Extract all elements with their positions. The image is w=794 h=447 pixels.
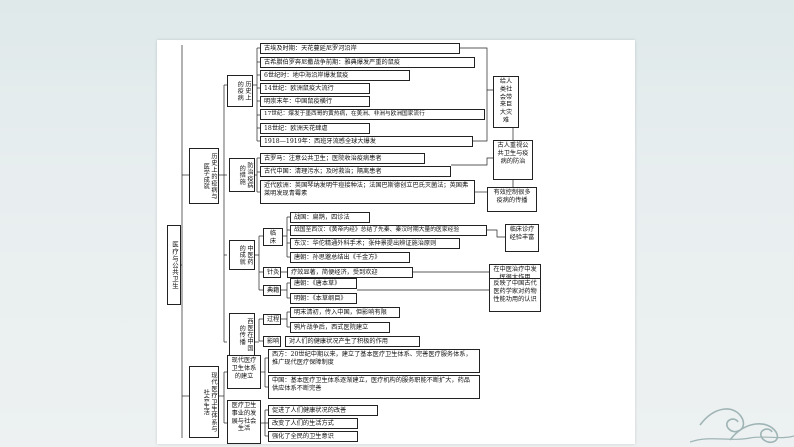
establish-west: 西方：20世纪中期以来，建立了基本医疗卫生体系、完善医疗服务体系，推广现代医疗保… (268, 349, 480, 373)
diagnosis-node: 临床诊断 (263, 228, 283, 246)
prevention-item: 古代中国：清理污水；及时救治；隔离患者 (260, 166, 451, 177)
classics-item: 明朝：《本草纲目》 (290, 293, 357, 304)
mind-map-card: 医疗与公共卫生 历史上的疫病与医学成就 历史上的疫病 古埃及时期：天花蔓延尼罗河… (157, 40, 635, 444)
prevention-side-note-2: 有效控制很多疫病的传播 (487, 187, 537, 212)
epidemic-item: 明崇末年：中国鼠疫横行 (260, 96, 370, 107)
tcm-node: 中医药的成就 (229, 240, 255, 270)
prevention-node: 防治疫病的措施 (229, 158, 255, 192)
epidemics-node: 历史上的疫病 (227, 75, 253, 107)
development-node: 医疗卫生事业的发展与社会生活 (227, 400, 261, 444)
development-item: 改变了人们的生活方式 (268, 418, 358, 429)
epidemic-item: 6世纪时：地中海沿岸爆发鼠疫 (260, 70, 410, 81)
epidemic-item: 17世纪：爆发于墨西哥的黄热病，在美洲、非洲与欧洲国家流行 (260, 109, 485, 120)
epidemic-item: 1918—1919年：西班牙流感全球大爆发 (260, 136, 473, 147)
diagnosis-item: 战国：扁鹊，四诊法 (290, 212, 370, 223)
impact-text: 对人们的健康状况产生了积极的作用 (285, 336, 420, 347)
epidemic-item: 古希腊伯罗奔尼撒战争前期：雅典爆发严重的鼠疫 (260, 57, 475, 68)
diagnosis-side-note: 临床诊疗经验丰富 (505, 224, 539, 252)
wave-ornament-icon (690, 408, 794, 444)
diagnosis-item: 唐朝：孙思邈总结出《千金方》 (290, 252, 410, 263)
acupuncture-node: 针灸 (263, 267, 281, 278)
branch-modern-node: 现代医疗卫生体系与社会生活 (189, 366, 219, 438)
root-node: 医疗与公共卫生 (167, 225, 181, 305)
epidemic-item: 18世纪：欧洲天花肆虐 (260, 123, 370, 134)
establish-node: 现代医疗卫生体系的建立 (227, 355, 261, 389)
process-item: 明末清初，传入中国，但影响有限 (290, 307, 400, 318)
diagnosis-item: 战国至西汉：《黄帝内经》总结了先秦、秦汉时期大量的医家经验 (290, 225, 487, 236)
process-node: 过程 (263, 314, 281, 325)
establish-china: 中国：基本医疗卫生体系逐渐建立，医疗机构的服务职能不断扩大，药品供应体系不断完善 (268, 375, 480, 399)
classics-item: 唐朝：《唐本草》 (290, 278, 357, 289)
development-item: 强化了全民的卫生意识 (268, 431, 358, 442)
classics-node: 典籍 (263, 285, 281, 296)
epidemics-side-note: 给人类社会带来巨大灾难 (493, 76, 519, 128)
classics-side-note: 反映了中国古代医药学家对药物性能功用的认识 (489, 278, 541, 312)
prevention-item: 古罗马：注意公共卫生；医院收治疫病患者 (260, 153, 425, 164)
epidemic-item: 古埃及时期：天花蔓延尼罗河沿岸 (260, 43, 460, 54)
acupuncture-text: 疗效显著，简便经济，受到欢迎 (287, 267, 413, 278)
branch-history-node: 历史上的疫病与医学成就 (189, 148, 219, 204)
impact-node: 影响 (263, 336, 281, 347)
acupuncture-side-note: 在中医治疗中发挥很大作用 (489, 264, 541, 282)
connector-lines (174, 45, 514, 438)
diagnosis-item: 东汉：华佗精通外科手术；张仲景提出辨证施治原则 (290, 238, 460, 249)
prevention-item: 近代欧洲：英国琴纳发明牛痘接种法；法国巴斯德创立巴氏灭菌法；英国弗莱明发现青霉素 (260, 180, 475, 204)
western-node: 西医在中国的传播 (229, 313, 255, 357)
process-item: 鸦片战争后，西式医院建立 (290, 322, 390, 333)
epidemic-item: 14世纪：欧洲鼠疫大流行 (260, 83, 370, 94)
prevention-side-note-1: 古人重视公共卫生与疫病的防治 (493, 140, 533, 180)
development-item: 促进了人们健康状况的改善 (268, 405, 378, 416)
